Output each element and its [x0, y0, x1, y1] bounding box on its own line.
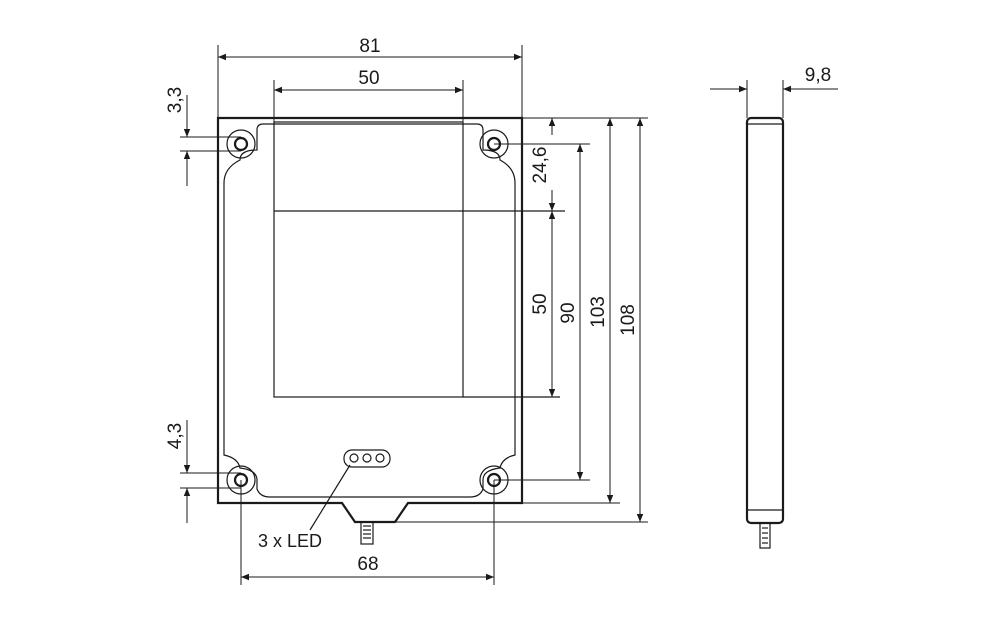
dimension-top-to-window: 24,6 [522, 117, 648, 211]
mounting-hole-top-left [226, 129, 256, 159]
led-2 [362, 453, 372, 463]
inner-rim [223, 123, 516, 498]
dim-text-50-width: 50 [358, 68, 379, 89]
dim-text-103: 103 [588, 296, 609, 328]
front-view: 3 x LED [216, 116, 565, 551]
side-housing [745, 116, 785, 525]
dimension-hole-spacing-horizontal: 68 [240, 480, 495, 585]
dim-text-3-3: 3,3 [165, 87, 186, 113]
led-label: 3 x LED [258, 531, 322, 551]
dimension-hole-spacing-vertical: 90 [494, 143, 590, 481]
led-leader-line [309, 464, 351, 531]
dim-text-90: 90 [558, 302, 579, 323]
dim-text-81: 81 [359, 36, 380, 57]
led-3 [375, 453, 385, 463]
dimension-window-height: 50 [530, 211, 556, 397]
dim-text-9-8: 9,8 [805, 65, 831, 86]
side-connector [759, 522, 771, 549]
dimension-top-hole-offset: 3,3 [165, 87, 241, 186]
dimension-height-without-connector: 103 [522, 118, 620, 504]
dimension-overall-height: 108 [395, 118, 648, 523]
sensor-window [273, 121, 464, 398]
dimension-depth: 9,8 [710, 65, 838, 118]
led-1 [349, 453, 359, 463]
cable-connector [360, 521, 374, 545]
dimension-bottom-hole-offset: 4,3 [165, 420, 241, 523]
dim-text-68: 68 [357, 554, 378, 575]
dim-text-24-6: 24,6 [530, 147, 551, 184]
dim-text-108: 108 [618, 304, 639, 336]
side-view [745, 116, 785, 549]
led-cluster [343, 449, 391, 468]
dimension-window-width: 50 [273, 68, 464, 122]
dimension-overall-width: 81 [217, 36, 523, 118]
dim-text-4-3: 4,3 [165, 423, 186, 449]
dim-text-50-height: 50 [530, 293, 551, 314]
